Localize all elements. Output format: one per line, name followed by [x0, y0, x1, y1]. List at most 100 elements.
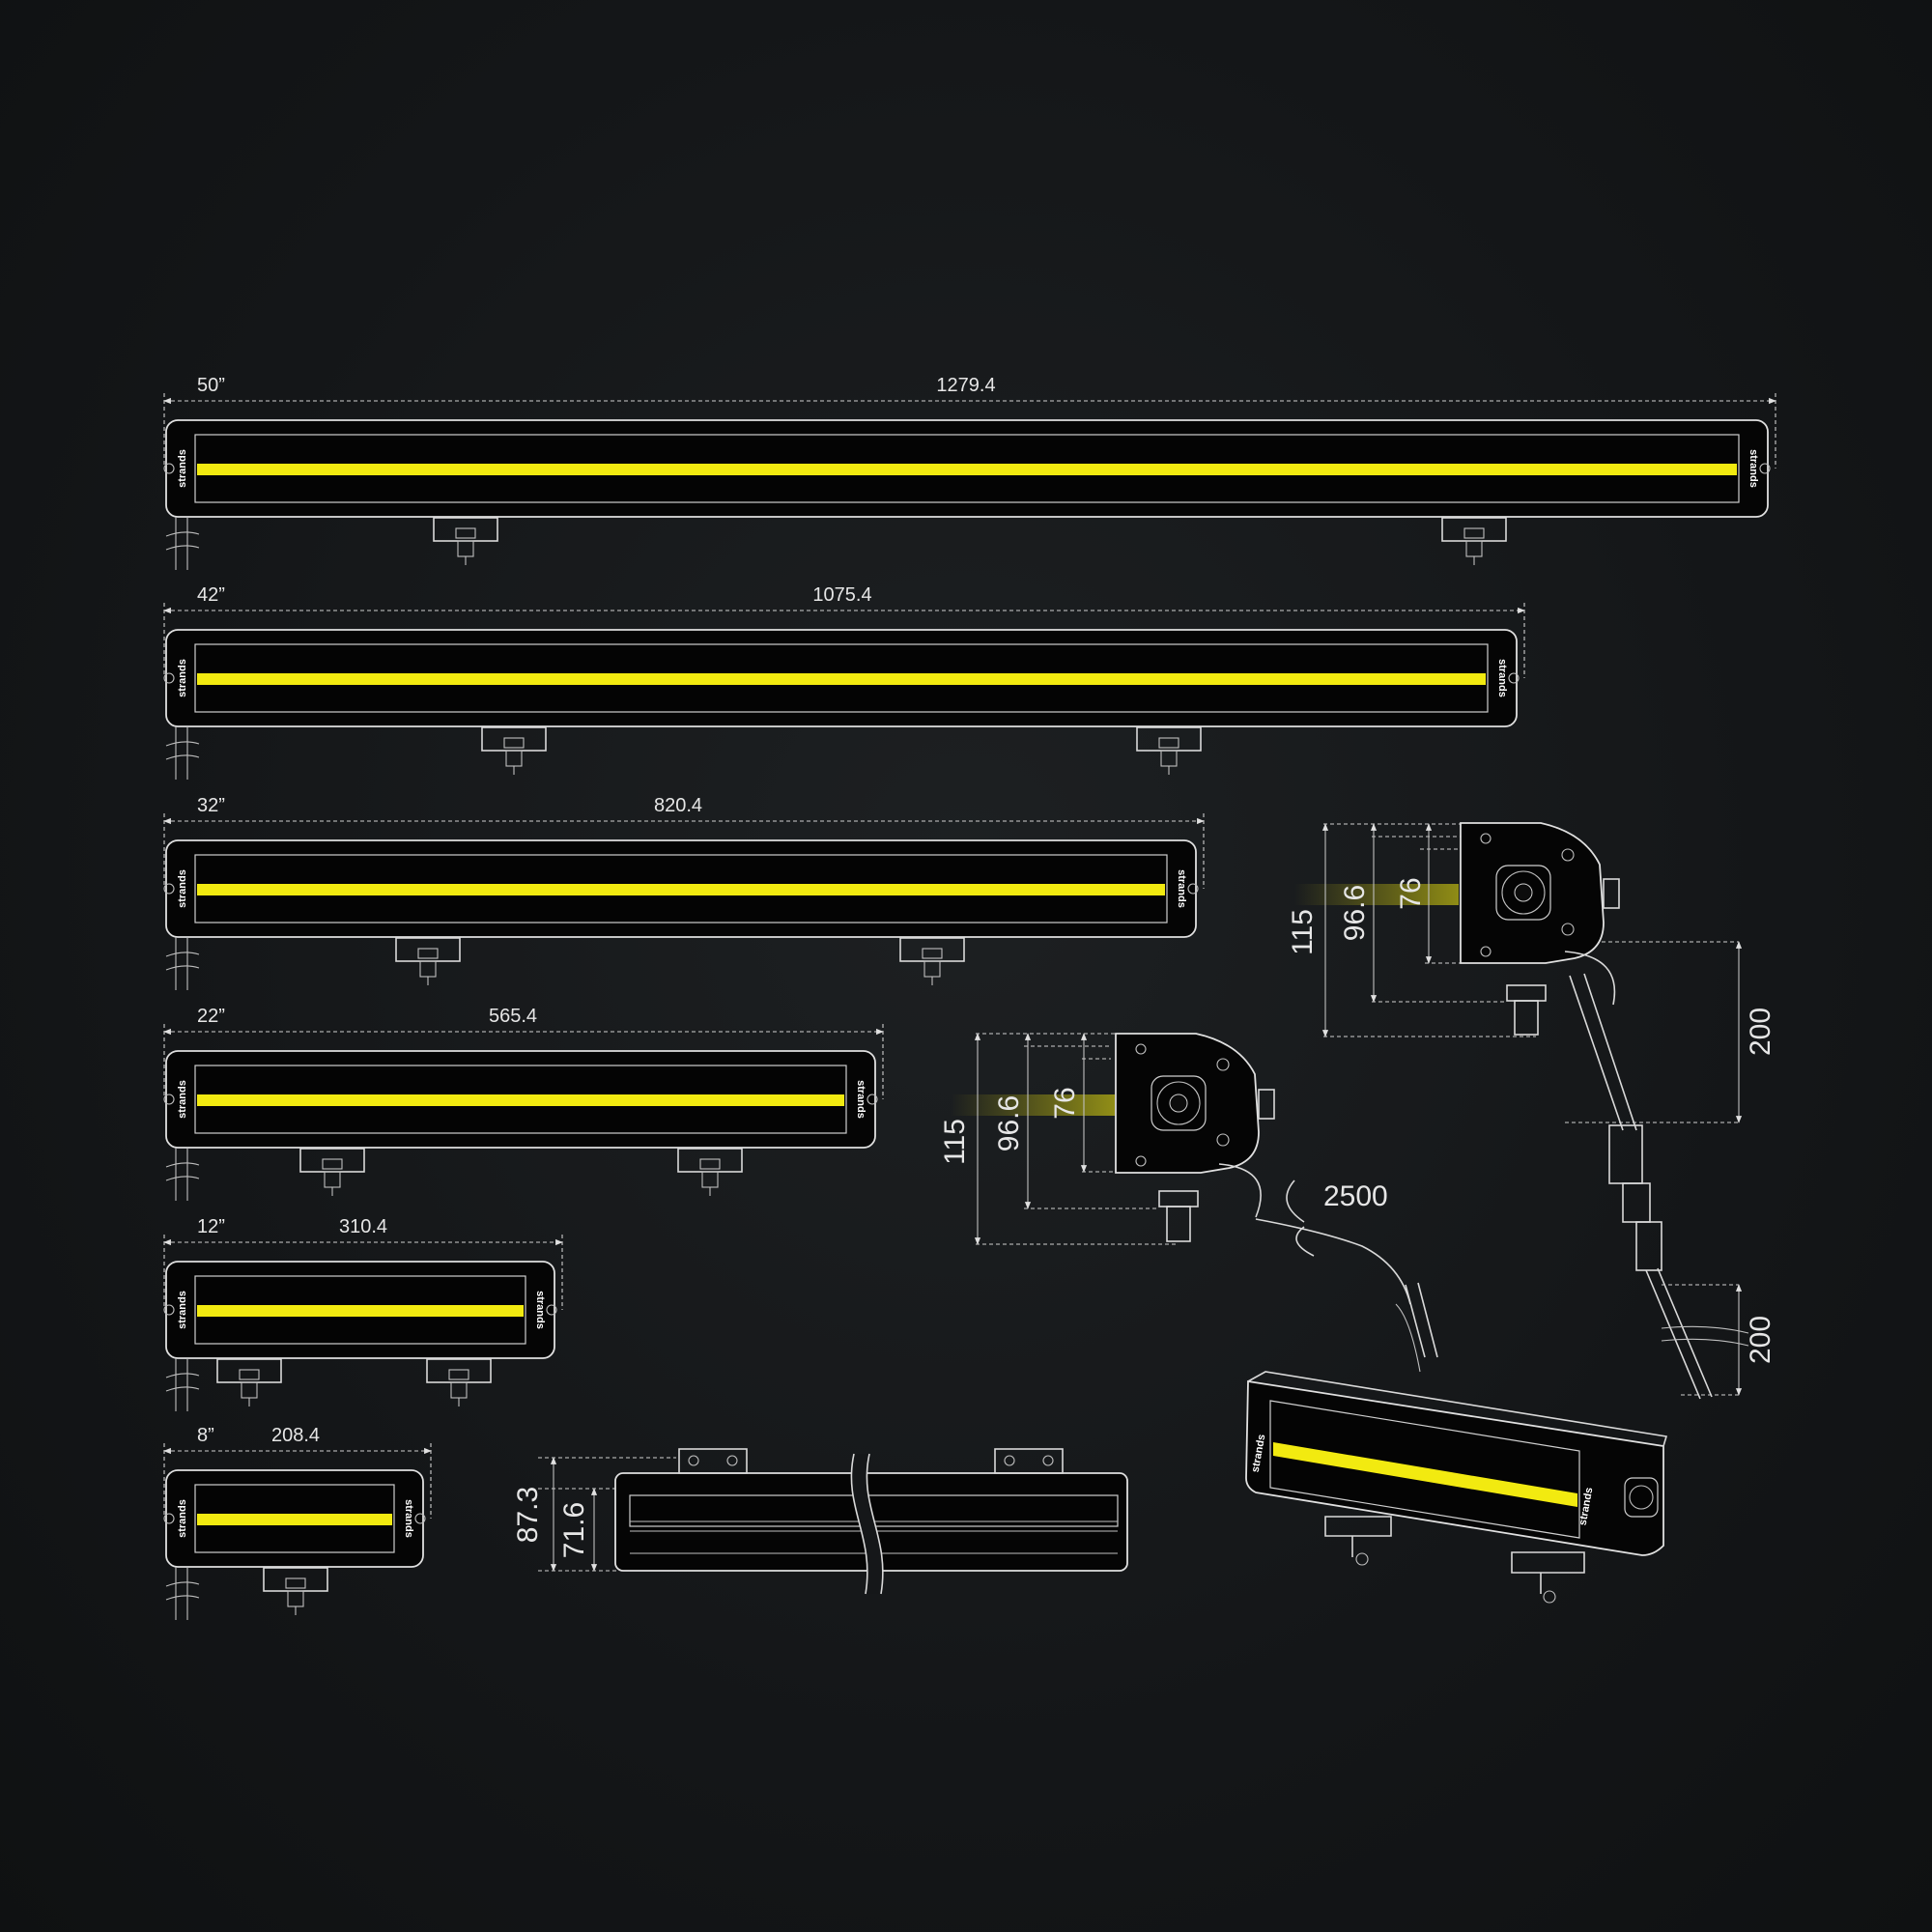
- light-bar-1: 50” 1279.4 strands strands: [163, 375, 1776, 570]
- mounting-bracket: [395, 937, 461, 962]
- side-height-outer: 87.3: [512, 1487, 544, 1543]
- bracket-bolt: [287, 1590, 304, 1607]
- bar-size-label: 8”: [197, 1425, 214, 1446]
- cable-stub: [165, 1567, 200, 1620]
- bracket-nut: [285, 1577, 306, 1589]
- bar-size-label: 12”: [197, 1216, 225, 1237]
- cable-stub: [165, 937, 200, 990]
- end-screw: [163, 1094, 175, 1105]
- end-lower-body-height: 96.6: [993, 1095, 1025, 1151]
- end-upper-total-height: 115: [1287, 909, 1319, 955]
- bracket-nut: [1463, 527, 1485, 539]
- bracket-nut: [322, 1158, 343, 1170]
- end-screw: [163, 672, 175, 684]
- brand-mark-right: strands: [1176, 869, 1187, 908]
- light-bar-4: 22” 565.4 strands strands: [163, 1006, 884, 1201]
- bracket-nut: [448, 1369, 469, 1380]
- end-upper-body-height: 96.6: [1339, 885, 1371, 941]
- light-bar-5: 12” 310.4 strands strands: [163, 1216, 563, 1411]
- end-screw: [163, 883, 175, 895]
- bracket-bolt: [1160, 750, 1178, 767]
- brand-mark-left: strands: [177, 1499, 188, 1538]
- bracket-nut: [922, 948, 943, 959]
- brand-mark-right: strands: [1496, 659, 1508, 697]
- mounting-bracket: [426, 1358, 492, 1383]
- bar-length-label: 565.4: [489, 1006, 537, 1027]
- cable-connector: 200: [1662, 1284, 1776, 1396]
- end-screw: [163, 1304, 175, 1316]
- mounting-bracket: [299, 1148, 365, 1173]
- end-screw: [1508, 672, 1520, 684]
- bar-length-label: 208.4: [271, 1425, 320, 1446]
- bar-length-label: 820.4: [654, 795, 702, 816]
- end-view-upper: 115 96.6 76 200: [1287, 822, 1776, 1400]
- bracket-bolt: [701, 1171, 719, 1188]
- mounting-bracket: [899, 937, 965, 962]
- bar-length-label: 1279.4: [936, 375, 995, 396]
- led-strip: [197, 1514, 392, 1525]
- bar-size-label: 32”: [197, 795, 225, 816]
- mounting-bracket: [677, 1148, 743, 1173]
- bracket-bolt: [241, 1381, 258, 1399]
- brand-mark-left: strands: [177, 1080, 188, 1119]
- led-strip: [197, 1094, 844, 1106]
- bracket-nut: [1158, 737, 1179, 749]
- bar-size-label: 42”: [197, 584, 225, 606]
- connector-segment: 200: [1745, 1316, 1776, 1364]
- brand-mark-right: strands: [403, 1499, 414, 1538]
- led-strip: [197, 464, 1737, 475]
- brand-mark-left: strands: [177, 449, 188, 488]
- bar-length-label: 310.4: [339, 1216, 387, 1237]
- bracket-nut: [417, 948, 439, 959]
- end-screw: [1759, 463, 1771, 474]
- brand-mark-left: strands: [177, 1291, 188, 1329]
- led-strip: [197, 884, 1165, 895]
- brand-mark-left: strands: [177, 869, 188, 908]
- bracket-bolt: [923, 960, 941, 978]
- end-upper-cable-segment: 200: [1745, 1008, 1776, 1056]
- brand-mark-right: strands: [534, 1291, 546, 1329]
- mounting-bracket: [263, 1567, 328, 1592]
- bracket-bolt: [324, 1171, 341, 1188]
- light-bar-6: 8” 208.4 strands strands: [163, 1425, 432, 1620]
- brand-mark-left: strands: [177, 659, 188, 697]
- bracket-bolt: [457, 540, 474, 557]
- brand-mark-right: strands: [1747, 449, 1759, 488]
- mounting-bracket: [216, 1358, 282, 1383]
- end-lower-cable-length: 2500: [1323, 1180, 1388, 1212]
- mounting-bracket: [481, 726, 547, 752]
- bracket-nut: [699, 1158, 721, 1170]
- end-screw: [163, 463, 175, 474]
- end-view-lower: 115 96.6 76 2500: [939, 1033, 1438, 1373]
- bracket-bolt: [450, 1381, 468, 1399]
- mounting-bracket: [1441, 517, 1507, 542]
- end-screw: [867, 1094, 878, 1105]
- bar-length-label: 1075.4: [812, 584, 871, 606]
- bar-size-label: 50”: [197, 375, 225, 396]
- end-lower-total-height: 115: [939, 1119, 971, 1165]
- mounting-bracket: [1136, 726, 1202, 752]
- light-bar-3: 32” 820.4 strands strands: [163, 795, 1205, 990]
- end-upper-lens-height: 76: [1395, 877, 1427, 909]
- bracket-nut: [455, 527, 476, 539]
- cable-stub: [165, 1148, 200, 1201]
- bar-size-label: 22”: [197, 1006, 225, 1027]
- cable-stub: [165, 517, 200, 570]
- end-lower-lens-height: 76: [1049, 1087, 1081, 1119]
- mounting-bracket: [433, 517, 498, 542]
- led-strip: [197, 1305, 524, 1317]
- bracket-bolt: [419, 960, 437, 978]
- bracket-nut: [503, 737, 525, 749]
- cable-stub: [165, 1358, 200, 1411]
- bracket-nut: [239, 1369, 260, 1380]
- end-screw: [546, 1304, 557, 1316]
- brand-mark-right: strands: [855, 1080, 867, 1119]
- bracket-bolt: [1465, 540, 1483, 557]
- light-bar-2: 42” 1075.4 strands strands: [163, 584, 1525, 780]
- end-screw: [163, 1513, 175, 1524]
- end-screw: [414, 1513, 426, 1524]
- side-view: 87.3 71.6: [512, 1448, 1128, 1595]
- side-height-inner: 71.6: [558, 1502, 590, 1558]
- bracket-bolt: [505, 750, 523, 767]
